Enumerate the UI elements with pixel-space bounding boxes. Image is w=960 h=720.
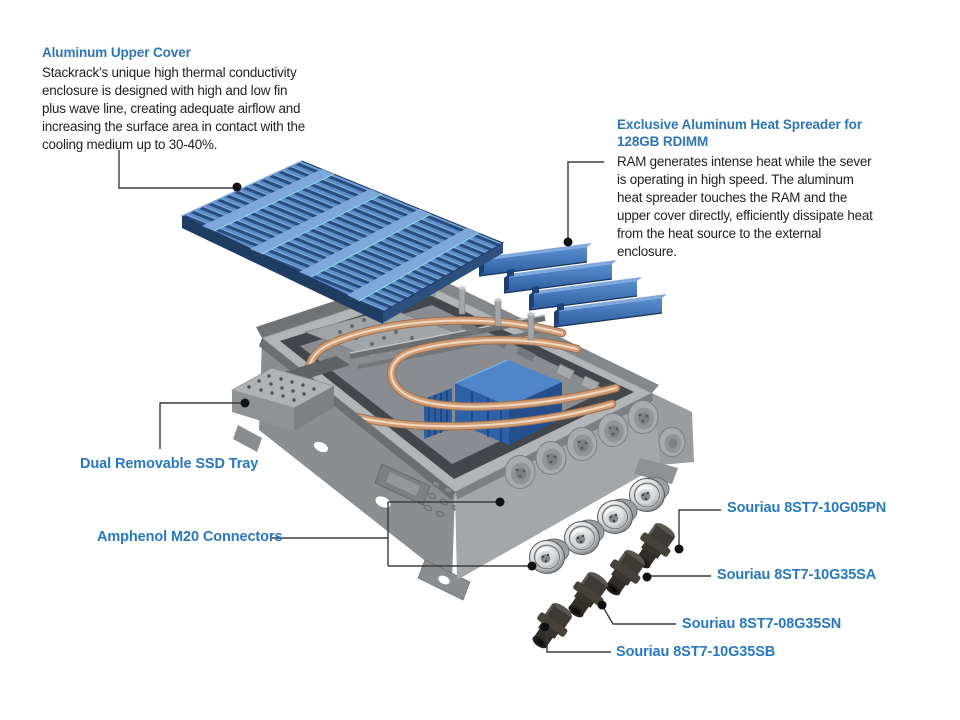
interior-components [303, 268, 621, 445]
silver-connector [529, 538, 570, 574]
cover-top-highlight [181, 160, 303, 217]
body-line: from the heat source to the external [617, 226, 822, 241]
callout-ssd-tray [159, 402, 244, 449]
silver-connector [629, 476, 670, 512]
callout-souriau-10g05pn [678, 509, 721, 547]
dark-connector [568, 572, 608, 618]
body-line: cooling medium up to 30-40%. [42, 137, 218, 152]
side-modules [555, 363, 600, 393]
cover-left-side [182, 216, 383, 324]
heat-spreader-annotation: Exclusive Aluminum Heat Spreader for 128… [617, 116, 927, 261]
body-line: enclosure is designed with high and low … [42, 83, 288, 98]
body-line: is operating in high speed. The aluminum [617, 172, 854, 187]
label-souriau-10g05pn: Souriau 8ST7-10G05PN [727, 500, 887, 516]
tray-side [294, 386, 334, 431]
chassis-back-right-wall [425, 275, 659, 393]
dot-upper-cover [232, 182, 242, 192]
dot-amphenol-top [495, 497, 505, 507]
dot-souriau-10g35sa [642, 572, 652, 582]
silver-connector [597, 498, 638, 534]
dot-amphenol-bottom [527, 561, 537, 571]
body-line: heat spreader touches the RAM and the [617, 190, 848, 205]
silver-connector-cluster [529, 476, 670, 574]
body-line: Stackrack’s unique high thermal conducti… [42, 65, 297, 80]
dot-souriau-10g05pn [674, 544, 684, 554]
foot-tab-right [634, 458, 678, 484]
body-line: increasing the surface area in contact w… [42, 119, 306, 134]
body-line: enclosure. [617, 244, 677, 259]
callout-heat-spreader [567, 161, 604, 240]
tray-vent-holes [247, 374, 316, 402]
heat-spreader-bars-illustration [478, 243, 667, 328]
callout-upper-cover [118, 150, 236, 189]
front-right-wall [455, 393, 694, 580]
foot-tab-left [233, 425, 262, 452]
heat-spreader-title-line: Exclusive Aluminum Heat Spreader for [617, 117, 862, 132]
callout-souriau-10g35sb [546, 629, 611, 653]
callouts [118, 150, 721, 653]
cover-fin-glow [213, 173, 480, 302]
cover-wave-bands [202, 169, 479, 301]
callout-souriau-08g35sn [602, 606, 676, 625]
silver-connector [564, 519, 605, 555]
body-line: plus wave line, creating adequate airflo… [42, 101, 301, 116]
label-souriau-08g35sn: Souriau 8ST7-08G35SN [682, 616, 842, 632]
callout-dots [232, 182, 684, 632]
label-souriau-10g35sb: Souriau 8ST7-10G35SB [616, 644, 776, 660]
body-line: RAM generates intense heat while the sev… [617, 154, 872, 169]
wall-mounting-holes [313, 441, 391, 536]
label-amphenol-m20: Amphenol M20 Connectors [97, 529, 283, 545]
dot-souriau-10g35sb [540, 622, 550, 632]
dot-ssd-tray [240, 398, 250, 408]
label-ssd-tray: Dual Removable SSD Tray [80, 456, 259, 472]
dot-souriau-08g35sn [597, 600, 607, 610]
cover-right-side [383, 243, 503, 323]
upper-cover-body: Stackrack’s unique high thermal conducti… [42, 64, 352, 154]
upper-cover-annotation: Aluminum Upper Cover Stackrack’s unique … [42, 44, 352, 154]
body-line: upper cover directly, efficiently dissip… [617, 208, 873, 223]
heat-spreader-title-line: 128GB RDIMM [617, 134, 709, 149]
m20-gland-bosses [504, 400, 686, 489]
upper-cover-title: Aluminum Upper Cover [42, 45, 191, 60]
guide-rail-2 [357, 327, 553, 369]
heat-spreader-body: RAM generates intense heat while the sev… [617, 153, 927, 261]
upper-cover-illustration [180, 160, 505, 324]
label-souriau-10g35sa: Souriau 8ST7-10G35SA [717, 567, 877, 583]
dot-heat-spreader [563, 237, 573, 247]
dark-connector [605, 550, 645, 596]
